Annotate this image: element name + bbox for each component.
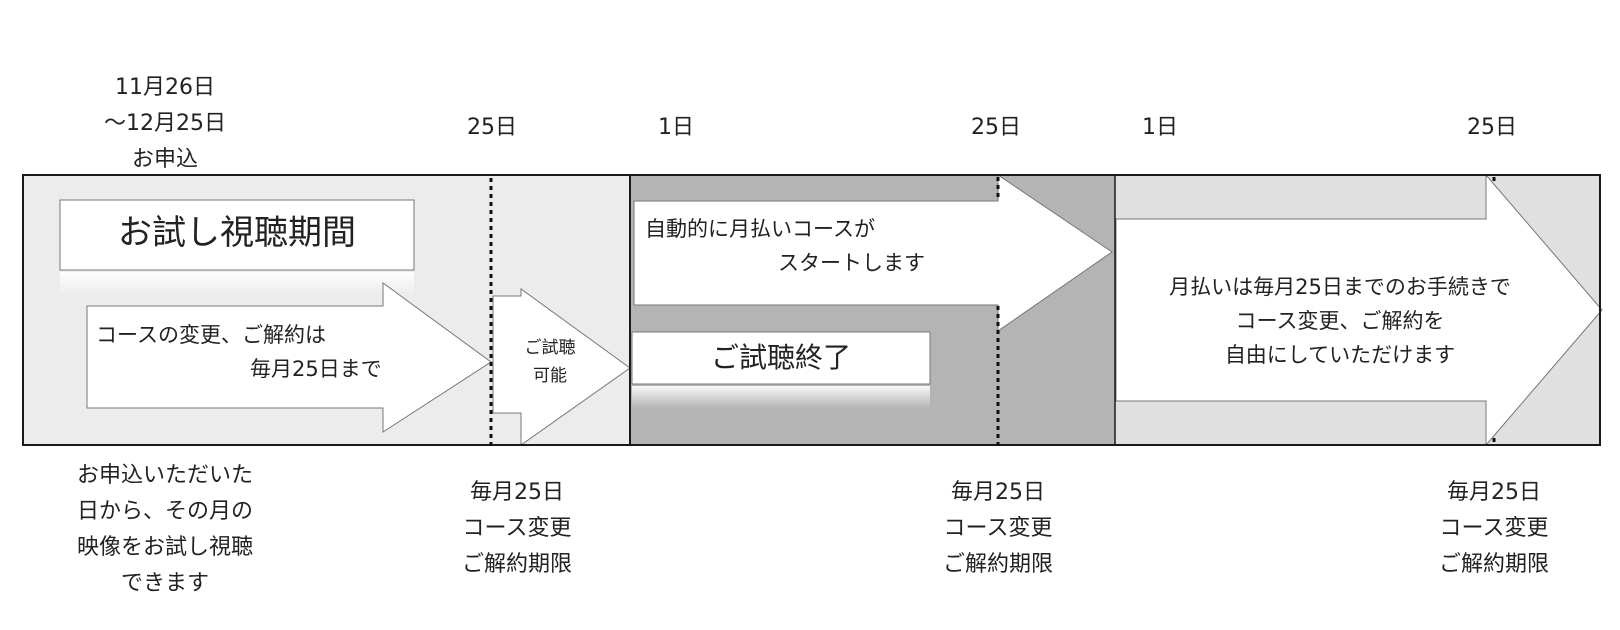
deadline-2-line-3: ご解約期限 [942,552,1053,577]
deadline-2-line-1: 毎月25日 [951,480,1045,505]
trial-possible-text: ご試聴 可能 [510,334,590,390]
trial-note: お申込いただいた 日から、その月の 映像をお試し視聴 できます [55,458,275,602]
day1-label-2: 1日 [658,115,694,140]
trial-title: お試し視聴期間 [118,213,356,253]
deadline-3-line-1: 毎月25日 [1447,480,1541,505]
trial-note-line-1: お申込いただいた [76,463,253,488]
day25-label-2: 25日 [971,115,1021,140]
monthly-start-text-2: スタートします [778,251,925,275]
trial-arrow-text-2: 毎月25日まで [250,357,382,381]
monthly-free-line-3: 自由にしていただけます [1224,343,1456,367]
day25-label-1: 25日 [467,115,517,140]
trial-possible-line-1: ご試聴 [524,338,576,358]
trial-arrow-text-1: コースの変更、ご解約は [96,323,326,347]
apply-period-line-3: お申込 [131,147,198,172]
monthly-free-text: 月払いは毎月25日までのお手続きで コース変更、ご解約を 自由にしていただけます [1150,270,1530,372]
deadline-3-line-3: ご解約期限 [1438,552,1549,577]
deadline-label-1: 毎月25日 コース変更 ご解約期限 [432,475,602,583]
trial-note-line-4: できます [120,571,209,596]
monthly-start-text-1: 自動的に月払いコースが [645,217,875,241]
trial-arrow [86,282,492,433]
day25-label-3: 25日 [1467,115,1517,140]
trial-note-line-2: 日から、その月の [76,499,253,524]
deadline-3-line-2: コース変更 [1439,516,1549,541]
trial-note-line-3: 映像をお試し視聴 [76,535,253,560]
monthly-free-line-2: コース変更、ご解約を [1235,309,1445,333]
trial-title-box [59,199,415,271]
timeline-frame [22,174,1601,446]
trial-end-reflection [632,386,930,408]
deadline-label-3: 毎月25日 コース変更 ご解約期限 [1409,475,1579,583]
deadline-label-2: 毎月25日 コース変更 ご解約期限 [913,475,1083,583]
apply-period-line-2: ～12月25日 [104,111,226,136]
monthly-free-arrow [1115,173,1603,447]
monthly-free-line-1: 月払いは毎月25日までのお手続きで [1169,275,1511,299]
trial-end-box [631,331,931,385]
day1-label-3: 1日 [1142,115,1178,140]
apply-period-line-1: 11月26日 [115,75,215,100]
deadline-1-line-2: コース変更 [462,516,572,541]
trial-possible-line-2: 可能 [533,366,567,386]
deadline-1-line-1: 毎月25日 [470,480,564,505]
deadline-2-line-2: コース変更 [943,516,1053,541]
deadline-1-line-3: ご解約期限 [461,552,572,577]
trial-end-text: ご試聴終了 [710,341,851,374]
trial-title-reflection [60,272,414,296]
apply-period-label: 11月26日 ～12月25日 お申込 [85,70,245,178]
trial-possible-arrow [492,288,631,446]
